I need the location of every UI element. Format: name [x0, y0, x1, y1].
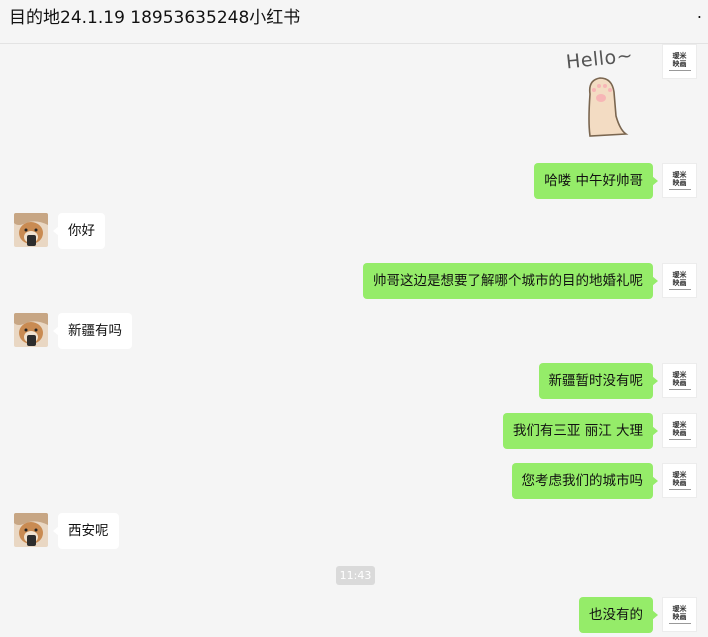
message-bubble-sent[interactable]: 哈喽 中午好帅哥 [534, 163, 658, 199]
dog-photo-icon [14, 513, 48, 547]
dog-photo-icon [14, 313, 48, 347]
chat-header: 目的地24.1.19 18953635248小红书 . [0, 0, 708, 44]
my-avatar[interactable]: 瑷米 映画 [662, 363, 697, 398]
my-avatar[interactable]: 瑷米 映画 [662, 463, 697, 498]
message-bubble-received[interactable]: 新疆有吗 [53, 313, 132, 349]
message-bubble-received[interactable]: 西安呢 [53, 513, 119, 549]
message-bubble-sent[interactable]: 帅哥这边是想要了解哪个城市的目的地婚礼呢 [363, 263, 658, 299]
dog-photo-icon [14, 213, 48, 247]
message-timestamp: 11:43 [336, 566, 375, 585]
my-avatar[interactable]: 瑷米 映画 [662, 413, 697, 448]
more-options-button[interactable]: . [696, 3, 702, 22]
message-list[interactable]: Hello~ 瑷米 映画 哈喽 中午好帅哥 瑷米 映画 [0, 44, 708, 637]
my-avatar[interactable]: 瑷米 映画 [662, 163, 697, 198]
my-avatar[interactable]: 瑷米 映画 [662, 597, 697, 632]
chat-title: 目的地24.1.19 18953635248小红书 [9, 8, 301, 28]
message-bubble-sent[interactable]: 也没有的 [579, 597, 658, 633]
message-bubble-sent[interactable]: 您考虑我们的城市吗 [511, 463, 658, 499]
message-bubble-received[interactable]: 你好 [53, 213, 105, 249]
contact-avatar[interactable] [14, 213, 48, 247]
message-bubble-sent[interactable]: 新疆暂时没有呢 [538, 363, 658, 399]
contact-avatar[interactable] [14, 313, 48, 347]
my-avatar[interactable]: 瑷米 映画 [662, 44, 697, 79]
message-bubble-sent[interactable]: 我们有三亚 丽江 大理 [502, 413, 659, 449]
cat-paw-icon [588, 77, 629, 137]
hello-sticker[interactable]: Hello~ [560, 45, 640, 142]
contact-avatar[interactable] [14, 513, 48, 547]
my-avatar[interactable]: 瑷米 映画 [662, 263, 697, 298]
